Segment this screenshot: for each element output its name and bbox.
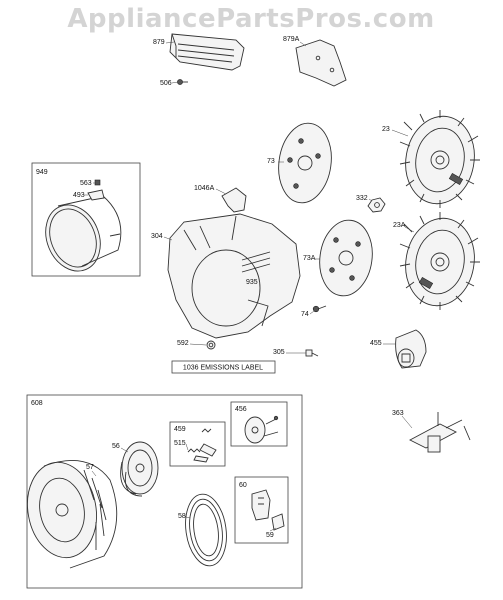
part-56-pulley[interactable] [120,441,159,497]
callout-23a: 23A [393,222,406,229]
callout-58: 58 [178,513,186,520]
group-box-459 [169,421,226,467]
part-332-nut[interactable] [367,197,386,213]
part-74-screw[interactable] [312,305,327,313]
callout-506: 506 [160,80,172,87]
callout-493: 493 [73,192,85,199]
callout-456: 456 [235,406,247,413]
callout-60: 60 [239,482,247,489]
part-363-bracket[interactable] [409,412,471,453]
callout-608: 608 [31,400,43,407]
callout-305: 305 [273,349,285,356]
part-73-plate[interactable] [274,120,337,206]
part-493-clip[interactable] [87,189,105,201]
callout-74: 74 [301,311,309,318]
part-57-starter-housing[interactable] [20,457,118,569]
group-box-456 [230,401,288,447]
callout-73a: 73A [303,255,316,262]
callout-563: 563 [80,180,92,187]
callout-59: 59 [266,532,274,539]
callout-56: 56 [112,443,120,450]
part-879-cover[interactable] [169,33,245,71]
callout-949: 949 [36,169,48,176]
part-60-handle[interactable] [251,489,285,531]
group-box-949 [31,162,141,277]
callout-592: 592 [177,340,189,347]
callout-455: 455 [370,340,382,347]
part-563-fastener[interactable] [94,179,101,186]
watermark-text: AppliancePartsPros.com [67,4,434,34]
part-879a-shield[interactable] [295,39,347,87]
part-515-springs[interactable] [187,428,217,463]
callout-515: 515 [174,440,186,447]
callout-304: 304 [151,233,163,240]
callout-363: 363 [392,410,404,417]
callout-57: 57 [86,464,94,471]
callout-1046a: 1046A [194,185,215,192]
emissions-label-box: 1036 EMISSIONS LABEL [171,360,276,374]
emissions-label-text: 1036 EMISSIONS LABEL [183,365,263,372]
part-456-starter-cup[interactable] [244,415,279,444]
leader-lines [84,41,415,532]
part-23-flywheel[interactable] [399,110,481,209]
part-506-screw[interactable] [177,79,188,85]
group-box-608 [26,394,303,589]
callout-73: 73 [267,158,275,165]
part-23a-flywheel[interactable] [399,212,481,311]
callout-332: 332 [356,195,368,202]
part-592-nut[interactable] [206,340,216,350]
callout-23: 23 [382,126,390,133]
part-304-blower-housing[interactable] [167,213,301,339]
callout-879: 879 [153,39,165,46]
callout-459: 459 [174,426,186,433]
part-air-cleaner-cover[interactable] [36,195,122,279]
part-305-bolt[interactable] [305,349,319,357]
group-box-60 [234,476,289,544]
part-1046a-bracket[interactable] [221,187,247,213]
part-73a-plate[interactable] [315,217,377,299]
callout-879a: 879A [283,36,300,43]
callout-935: 935 [246,279,258,286]
part-455-cup[interactable] [395,329,427,369]
part-58-recoil-spring[interactable] [181,492,231,569]
